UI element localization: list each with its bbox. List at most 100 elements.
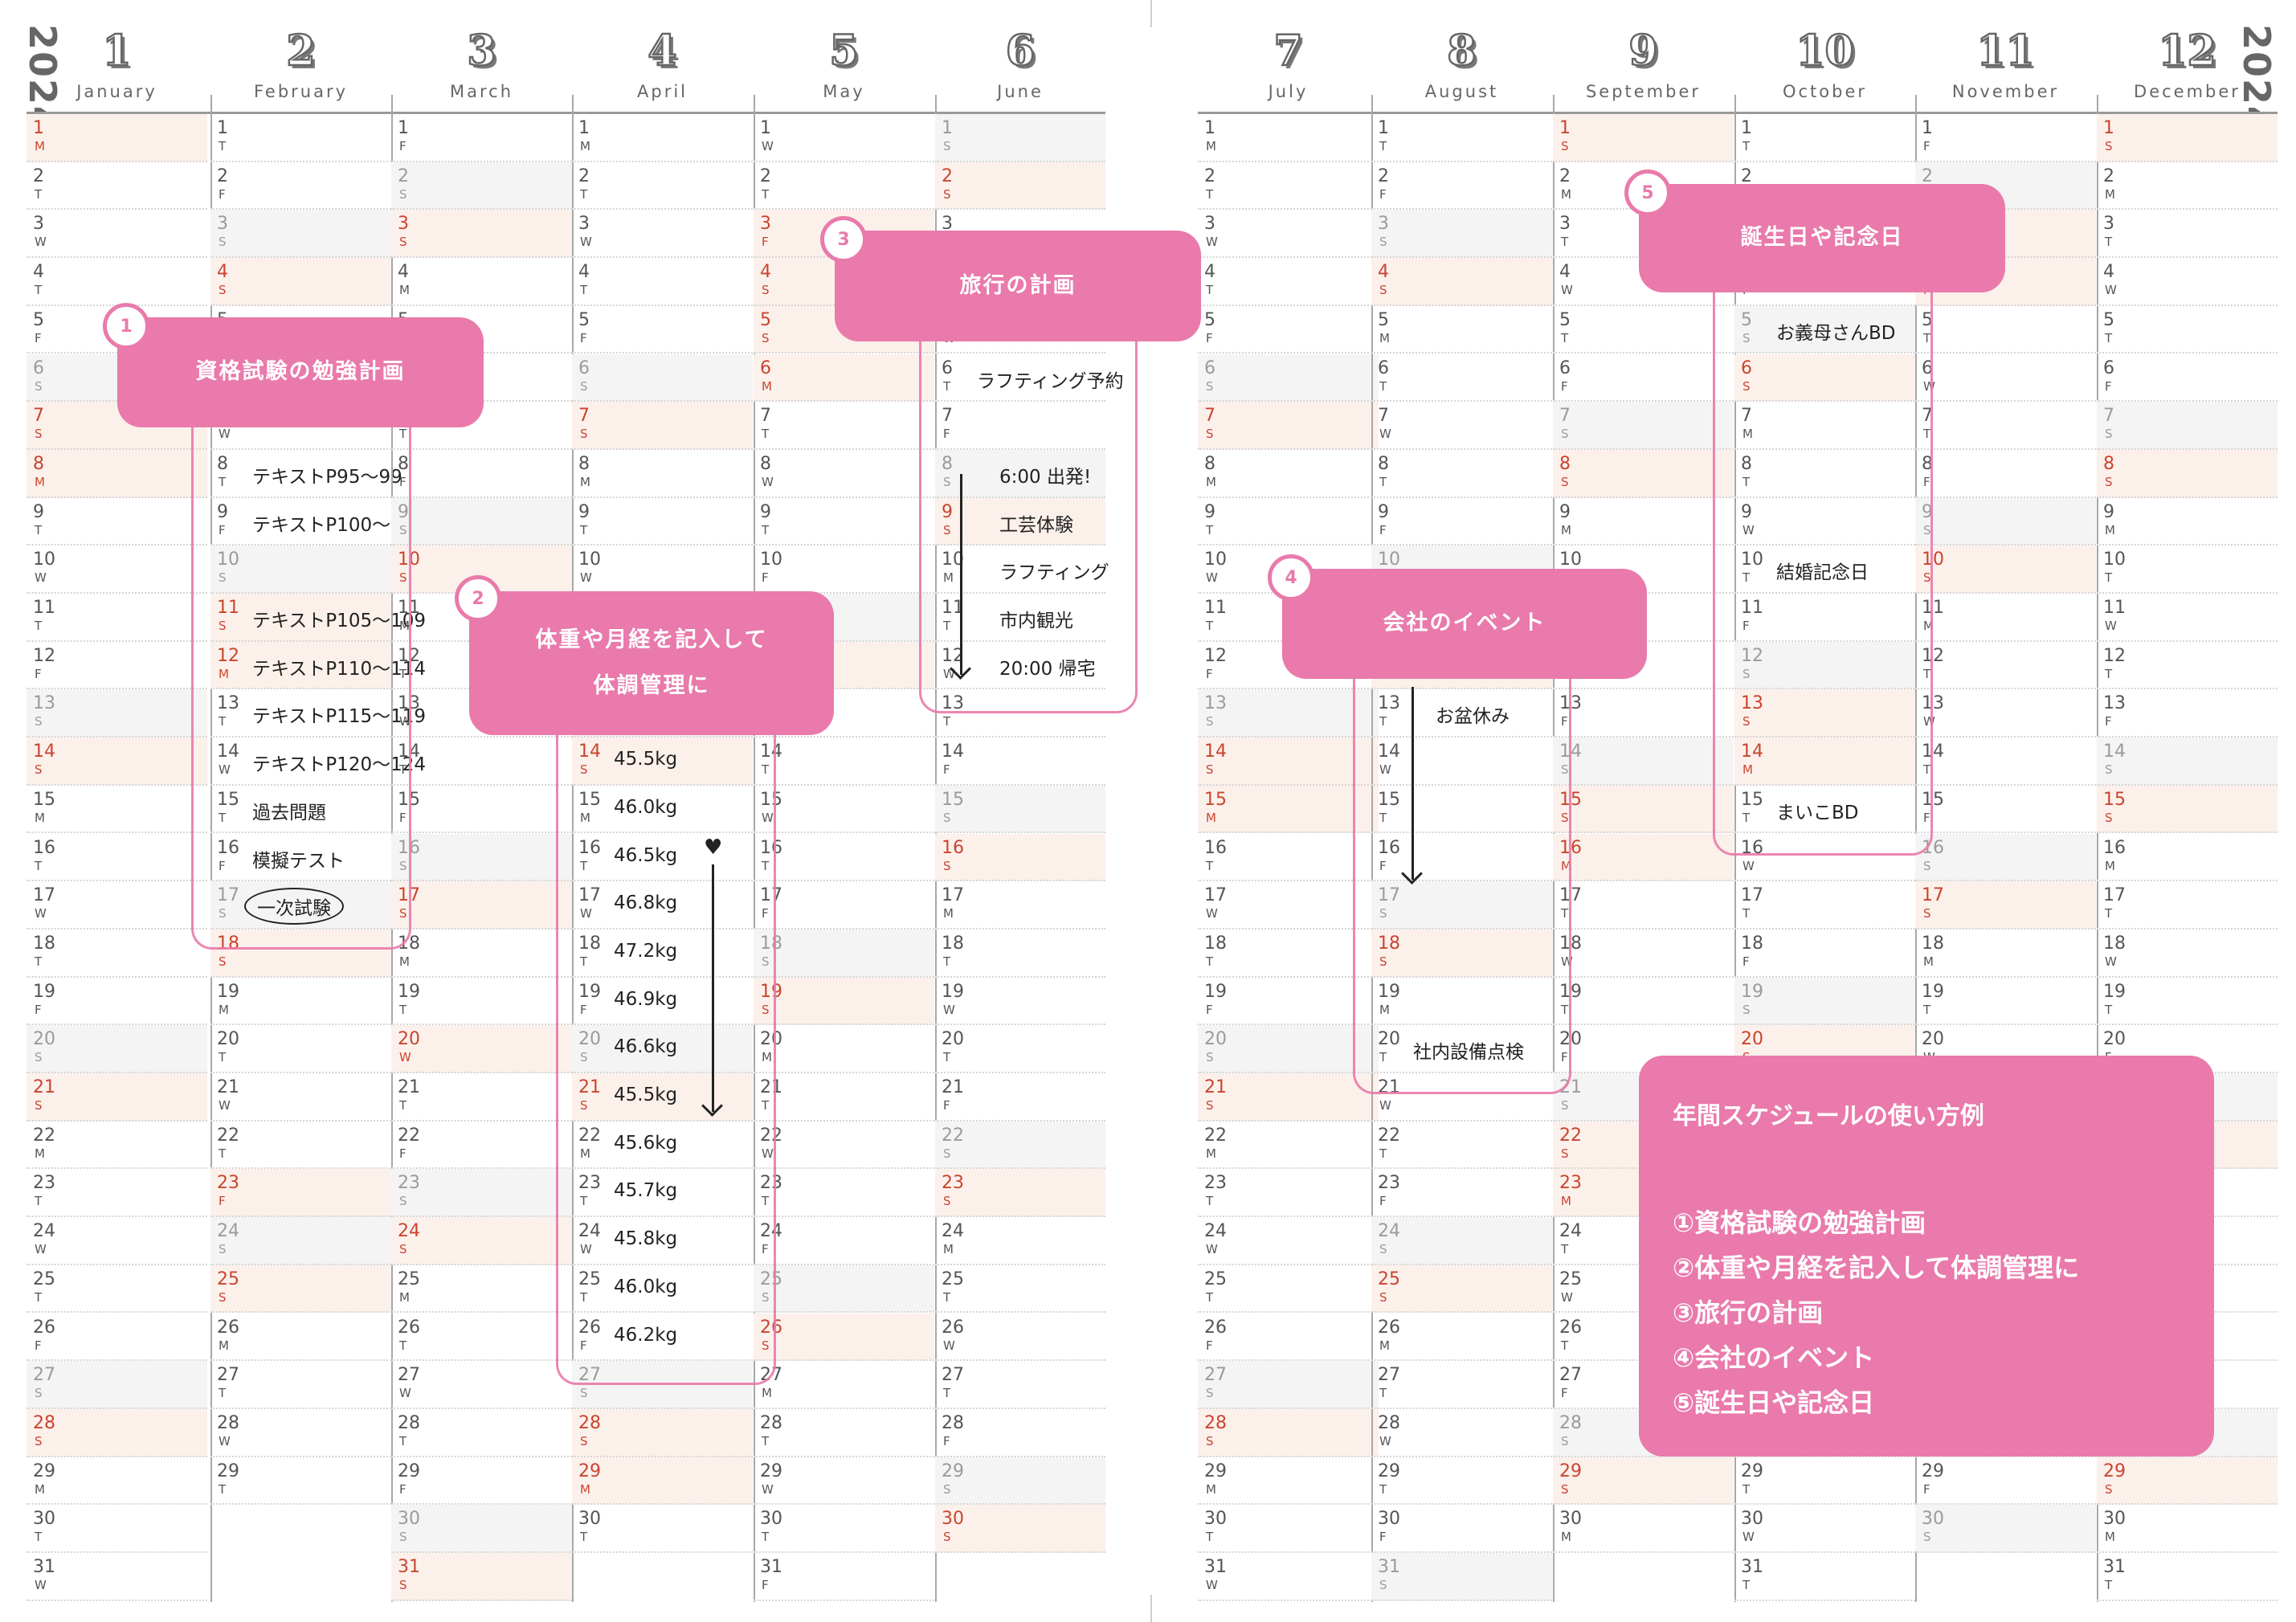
day-cell[interactable]: 25S	[754, 1265, 934, 1314]
day-cell[interactable]: 30T	[754, 1505, 934, 1553]
day-cell[interactable]: 28T	[754, 1409, 934, 1457]
day-cell[interactable]: 4W	[2097, 258, 2278, 306]
day-cell[interactable]: 14S	[1198, 737, 1379, 786]
day-cell[interactable]: 29S	[2097, 1457, 2278, 1506]
day-cell[interactable]: 24S	[1371, 1217, 1552, 1265]
day-cell[interactable]: 15F	[391, 786, 572, 834]
day-cell[interactable]: 7F	[935, 402, 1105, 450]
day-cell[interactable]: 15W	[754, 786, 934, 834]
day-cell[interactable]: 4T	[27, 258, 207, 306]
day-cell[interactable]: 14S	[27, 737, 207, 786]
day-cell[interactable]: 19W	[935, 978, 1105, 1026]
day-cell[interactable]: 16M	[1553, 833, 1734, 882]
day-cell[interactable]: 29T	[1371, 1457, 1552, 1506]
day-cell[interactable]: 30T	[572, 1505, 753, 1553]
day-cell[interactable]: 2T	[27, 162, 207, 210]
day-cell[interactable]: 26M	[210, 1314, 391, 1362]
day-cell[interactable]: 26T	[391, 1314, 572, 1362]
day-cell[interactable]: 30T	[27, 1505, 207, 1553]
day-cell[interactable]: 15TまいこBD	[1734, 786, 1915, 834]
day-cell[interactable]: 14T	[754, 737, 934, 786]
day-cell[interactable]: 12S	[1734, 641, 1915, 690]
day-cell[interactable]: 9S	[1915, 497, 2096, 546]
day-cell[interactable]: 25T	[27, 1265, 207, 1314]
day-cell[interactable]: 2T	[572, 162, 753, 210]
day-cell[interactable]: 30S	[935, 1505, 1105, 1553]
day-cell[interactable]: 19S	[754, 977, 934, 1026]
day-cell[interactable]: 5F	[1198, 306, 1379, 354]
day-cell[interactable]: 6S	[1198, 353, 1379, 402]
day-cell[interactable]: 13S	[1198, 689, 1379, 738]
day-cell[interactable]: 28S	[572, 1408, 753, 1457]
day-cell[interactable]: 4M	[391, 258, 572, 306]
day-cell[interactable]: 28F	[935, 1409, 1105, 1457]
day-cell[interactable]: 17W	[1198, 881, 1379, 929]
day-cell[interactable]: 25S	[210, 1265, 391, 1314]
day-cell[interactable]: 14T	[391, 737, 572, 786]
day-cell[interactable]: 7S	[2097, 402, 2278, 450]
day-cell[interactable]: 19T	[391, 978, 572, 1026]
day-cell[interactable]: 22S	[935, 1121, 1105, 1170]
day-cell[interactable]: 18W	[1553, 929, 1734, 978]
day-cell[interactable]: 12W20:00 帰宅	[935, 642, 1105, 690]
day-cell[interactable]: 26F	[27, 1314, 207, 1362]
day-cell[interactable]: 16S	[935, 833, 1105, 882]
day-cell[interactable]: 28T	[391, 1409, 572, 1457]
day-cell[interactable]: 17F	[754, 881, 934, 929]
day-cell[interactable]: 6W	[1915, 354, 2096, 402]
day-cell[interactable]: 14F	[935, 737, 1105, 786]
day-cell[interactable]: 10S	[1915, 545, 2096, 594]
day-cell[interactable]: 25S	[1371, 1265, 1552, 1314]
day-cell[interactable]: 19S	[1734, 977, 1915, 1026]
day-cell[interactable]: 18T	[27, 929, 207, 978]
day-cell[interactable]: 17T	[2097, 881, 2278, 929]
day-cell[interactable]: 19F46.9kg	[572, 978, 753, 1026]
day-cell[interactable]: 25T	[935, 1265, 1105, 1314]
day-cell[interactable]: 9M	[2097, 498, 2278, 546]
day-cell[interactable]: 20T社内設備点検	[1371, 1025, 1552, 1073]
day-cell[interactable]: 26M	[1371, 1314, 1552, 1362]
day-cell[interactable]: 24S	[391, 1217, 572, 1265]
day-cell[interactable]: 16T	[1198, 834, 1379, 882]
day-cell[interactable]: 27S	[1198, 1361, 1379, 1409]
day-cell[interactable]: 29W	[754, 1457, 934, 1506]
day-cell[interactable]: 9T	[754, 498, 934, 546]
day-cell[interactable]: 1S	[1553, 114, 1734, 162]
day-cell[interactable]: 10W	[27, 545, 207, 594]
day-cell[interactable]: 22M	[27, 1122, 207, 1170]
day-cell[interactable]: 31S	[391, 1553, 572, 1601]
day-cell[interactable]: 16S	[391, 833, 572, 882]
day-cell[interactable]: 18M	[1915, 929, 2096, 978]
day-cell[interactable]: 17S	[1371, 881, 1552, 929]
day-cell[interactable]: 2M	[2097, 162, 2278, 210]
day-cell[interactable]: 2F	[1371, 162, 1552, 210]
day-cell[interactable]: 14T	[1915, 737, 2096, 786]
day-cell[interactable]: 4T	[1198, 258, 1379, 306]
day-cell[interactable]: 7T	[1915, 402, 2096, 450]
day-cell[interactable]: 16T46.5kg	[572, 834, 753, 882]
day-cell[interactable]: 21S45.5kg	[572, 1073, 753, 1122]
day-cell[interactable]: 26W	[935, 1314, 1105, 1362]
day-cell[interactable]: 4T	[572, 258, 753, 306]
day-cell[interactable]: 31W	[1198, 1553, 1379, 1601]
day-cell[interactable]: 6Tラフティング予約	[935, 354, 1124, 402]
day-cell[interactable]: 17S	[391, 881, 572, 929]
day-cell[interactable]: 24S	[210, 1217, 391, 1265]
day-cell[interactable]: 25T	[1198, 1265, 1379, 1314]
day-cell[interactable]: 20W	[391, 1025, 572, 1073]
day-cell[interactable]: 9T	[572, 498, 753, 546]
day-cell[interactable]: 15M	[27, 786, 207, 834]
day-cell[interactable]: 1M	[572, 114, 753, 162]
day-cell[interactable]: 9F	[1371, 498, 1552, 546]
day-cell[interactable]: 2T	[754, 162, 934, 210]
day-cell[interactable]: 8S	[2097, 449, 2278, 498]
day-cell[interactable]: 27T	[935, 1361, 1105, 1409]
day-cell[interactable]: 1F	[1915, 114, 2096, 162]
day-cell[interactable]: 12F	[1198, 642, 1379, 690]
day-cell[interactable]: 21T	[391, 1073, 572, 1122]
day-cell[interactable]: 5T	[1915, 306, 2096, 354]
day-cell[interactable]: 1T	[1371, 114, 1552, 162]
day-cell[interactable]: 16F	[1371, 834, 1552, 882]
day-cell[interactable]: 8M	[27, 449, 207, 498]
day-cell[interactable]: 27T	[210, 1361, 391, 1409]
